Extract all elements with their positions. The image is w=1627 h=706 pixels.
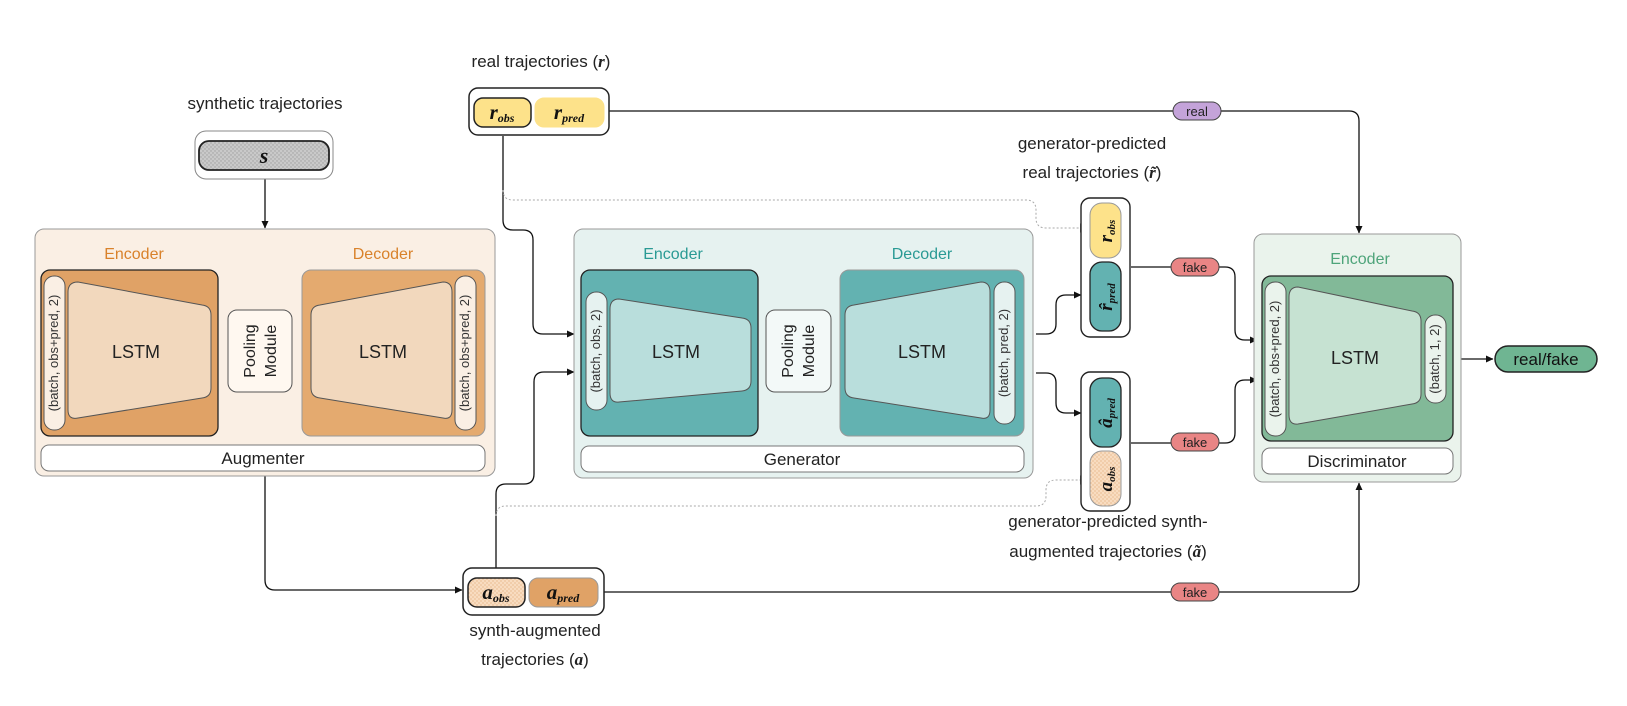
- edge-aobs-copy: [495, 480, 1088, 517]
- edge-rhat-to-discriminator: [1131, 266, 1258, 344]
- r-obs-token: [473, 97, 532, 128]
- edge-ahat-to-discriminator: [1131, 376, 1258, 444]
- discriminator-encoder-label: Encoder: [1330, 251, 1390, 268]
- rhat-obs-text: robs: [1096, 220, 1118, 243]
- augmenter-pooling-module: [227, 309, 293, 393]
- svg-text:fake: fake: [1183, 435, 1208, 450]
- discriminator-out-shape-pill: [1424, 314, 1447, 404]
- discriminator-in-shape-pill: [1264, 281, 1287, 437]
- augmenter-decoder-lstm: LSTM: [359, 342, 407, 362]
- augmenter-encoder-label: Encoder: [104, 246, 164, 263]
- ahat-obs-text: aobs: [1096, 467, 1118, 492]
- edge-robs-to-generator: [502, 136, 575, 338]
- augmenter-decoder-lstm-shape: [310, 281, 453, 419]
- generator-dec-shape: (batch, pred, 2): [996, 309, 1011, 397]
- a-pred-text: apred: [547, 580, 580, 605]
- svg-text:real/fake: real/fake: [1513, 350, 1578, 369]
- edge-robs-copy: [502, 189, 1088, 228]
- fake-tag-ahat: fake: [1170, 432, 1220, 452]
- fake-tag-rhat: fake: [1170, 257, 1220, 277]
- generator-pooling-module: [765, 309, 832, 393]
- generator-encoder-label: Encoder: [643, 246, 703, 263]
- augmenter-enc-shape-pill: [43, 275, 66, 431]
- generator-pooling-line2: Module: [801, 325, 818, 378]
- real-tag: real: [1172, 101, 1222, 121]
- augmenter-encoder-lstm-shape: [67, 281, 212, 419]
- edge-a-to-discriminator: [604, 482, 1363, 593]
- discriminator-out-shape: (batch, 1, 2): [1427, 324, 1442, 393]
- generator-title: Generator: [764, 450, 841, 469]
- augmenter-enc-shape: (batch, obs+pred, 2): [46, 295, 61, 412]
- rhat-pred-text: r̂pred: [1096, 283, 1118, 311]
- synth-augmented-a-box[interactable]: aobs apred: [462, 567, 605, 616]
- augmenter-pooling-line1: Pooling: [242, 324, 259, 377]
- generator-module[interactable]: Encoder Decoder (batch, obs, 2) LSTM Poo…: [573, 228, 1034, 479]
- ahat-pred-text: âpred: [1096, 398, 1118, 428]
- synth-augmented-line2: trajectories (a): [481, 650, 589, 669]
- rhat-obs-token: [1089, 202, 1122, 259]
- svg-text:fake: fake: [1183, 260, 1208, 275]
- real-trajectories-label: real trajectories (r): [472, 52, 611, 71]
- r-obs-text: robs: [490, 100, 515, 125]
- ahat-pred-token: [1089, 377, 1122, 448]
- rhat-pred-token: [1089, 261, 1122, 332]
- generator-encoder-lstm-shape: [609, 298, 752, 403]
- augmenter-dec-shape-pill: [454, 275, 477, 431]
- connectors: [261, 110, 1494, 594]
- discriminator-module[interactable]: Encoder (batch, obs+pred, 2) LSTM (batch…: [1253, 233, 1462, 483]
- augmenter-title: Augmenter: [221, 449, 304, 468]
- augmenter-module[interactable]: Encoder Decoder (batch, obs+pred, 2) LST…: [34, 228, 496, 477]
- augmenter-dec-shape: (batch, obs+pred, 2): [457, 295, 472, 412]
- synth-augmented-line1: synth-augmented: [469, 621, 600, 640]
- rhat-stack[interactable]: robs r̂pred: [1080, 197, 1131, 338]
- augmenter-pooling-line2: Module: [263, 325, 280, 378]
- generator-decoder-lstm-shape: [844, 281, 991, 419]
- synthetic-s-box[interactable]: s: [194, 130, 334, 180]
- generator-decoder-lstm: LSTM: [898, 342, 946, 362]
- gen-pred-synth-line2: augmented trajectories (ã): [1009, 542, 1207, 561]
- edge-augmenter-to-a: [264, 476, 463, 594]
- generator-decoder-label: Decoder: [892, 246, 953, 263]
- edge-generator-to-rhat: [1036, 291, 1082, 335]
- discriminator-in-shape: (batch, obs+pred, 2): [1267, 301, 1282, 418]
- svg-text:fake: fake: [1183, 585, 1208, 600]
- edge-aobs-to-generator: [495, 368, 575, 573]
- svg-text:real: real: [1186, 104, 1208, 119]
- gen-pred-synth-line1: generator-predicted synth-: [1008, 512, 1207, 531]
- edge-r-to-discriminator: [609, 110, 1363, 234]
- generator-encoder-lstm: LSTM: [652, 342, 700, 362]
- generator-enc-shape: (batch, obs, 2): [588, 309, 603, 392]
- ahat-stack[interactable]: âpred aobs: [1080, 371, 1131, 512]
- discriminator-lstm-shape: [1288, 286, 1422, 425]
- real-r-box[interactable]: robs rpred: [468, 87, 610, 136]
- generator-dec-shape-pill: [993, 281, 1016, 425]
- edge-generator-to-ahat: [1036, 372, 1082, 417]
- a-obs-text: aobs: [482, 580, 510, 605]
- s-symbol: s: [259, 143, 269, 168]
- output-real-fake: real/fake: [1494, 345, 1598, 373]
- r-pred-token: [534, 97, 605, 128]
- a-obs-token: [467, 577, 526, 608]
- gen-pred-real-line2: real trajectories (r̃): [1023, 163, 1162, 182]
- gen-pred-real-line1: generator-predicted: [1018, 134, 1166, 153]
- fake-tag-a: fake: [1170, 582, 1220, 602]
- generator-enc-shape-pill: [585, 291, 608, 411]
- dotted-connectors: [495, 189, 1088, 517]
- discriminator-title: Discriminator: [1307, 452, 1407, 471]
- discriminator-lstm: LSTM: [1331, 348, 1379, 368]
- a-pred-token: [528, 577, 599, 608]
- augmenter-encoder-lstm: LSTM: [112, 342, 160, 362]
- augmenter-decoder-label: Decoder: [353, 246, 414, 263]
- ahat-obs-token: [1089, 450, 1122, 507]
- synthetic-trajectories-label: synthetic trajectories: [188, 94, 343, 113]
- generator-pooling-line1: Pooling: [780, 324, 797, 377]
- r-pred-text: rpred: [554, 100, 585, 125]
